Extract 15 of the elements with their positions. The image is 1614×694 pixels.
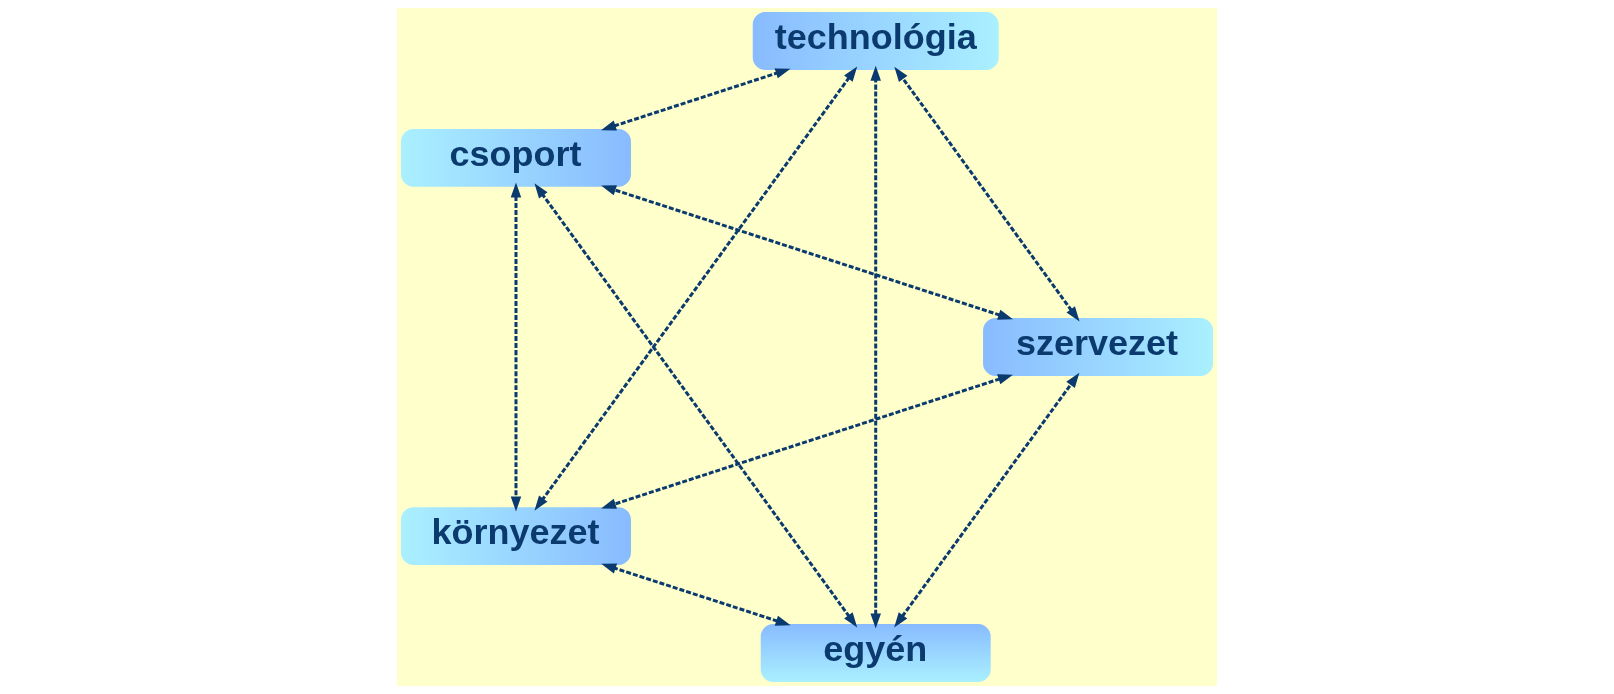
node-box: technológia [752,12,999,70]
node-box: csoport [401,128,631,187]
arrow [601,374,1013,509]
arrow [601,563,791,626]
arrow [510,182,522,512]
arrow [894,66,1080,322]
arrow [894,372,1080,628]
arrow [534,66,858,511]
node-box: szervezet [983,318,1213,376]
arrow [534,183,858,628]
node-box: környezet [401,507,631,566]
arrow [601,185,1013,320]
arrow [870,65,881,629]
node-box: egyén [760,624,991,682]
arrow [601,68,791,131]
